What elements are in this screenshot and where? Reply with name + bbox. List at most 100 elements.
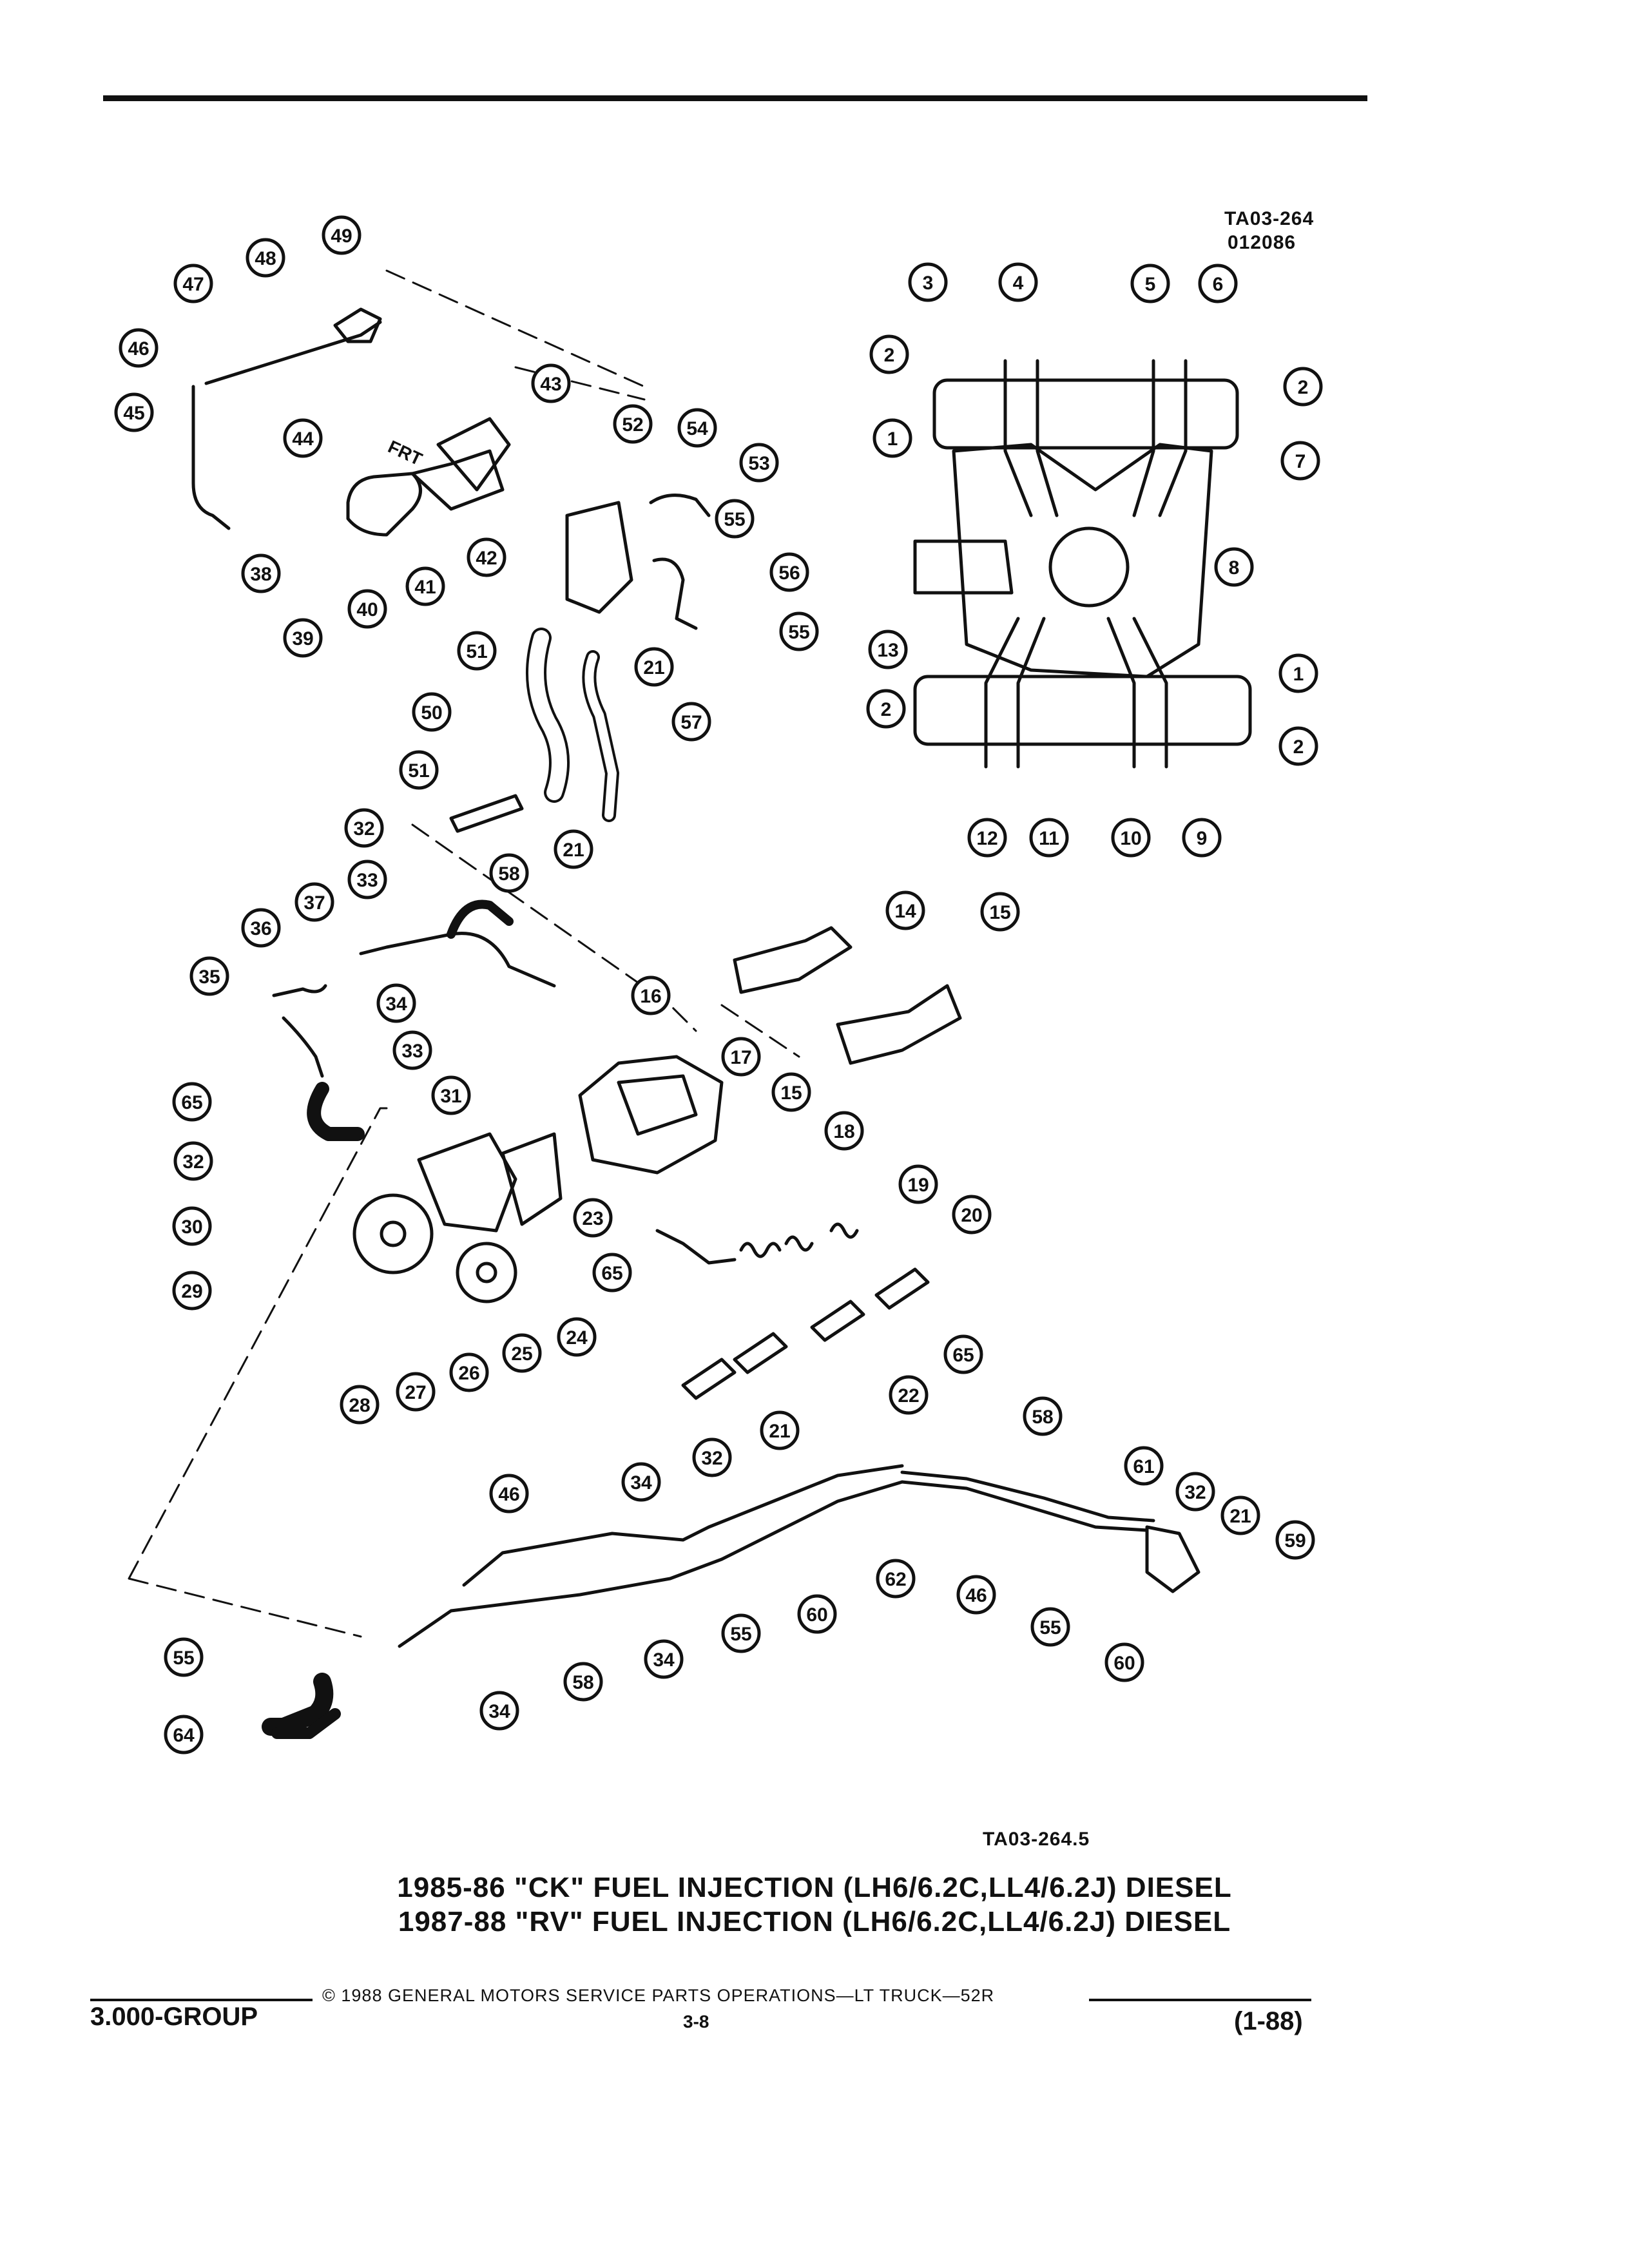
hose-55-lower (262, 1673, 334, 1736)
return-hoses-18 (739, 1222, 859, 1258)
fuel-line-32-upper (447, 899, 514, 939)
callout-34: 34 (644, 1639, 684, 1679)
callout-circle (889, 1375, 929, 1415)
callout-number: 59 (1284, 1530, 1306, 1552)
callout-number: 58 (572, 1672, 593, 1693)
valve-cover-lower (913, 675, 1252, 746)
callout-number: 29 (181, 1281, 202, 1302)
callout-number: 15 (989, 902, 1010, 923)
gasket-25 (501, 1132, 563, 1226)
callout-circle (998, 262, 1038, 302)
callout-number: 18 (833, 1121, 854, 1142)
gear-26 (456, 1242, 517, 1303)
callout-circle (1175, 1472, 1215, 1512)
callout-15: 15 (980, 892, 1020, 932)
callout-number: 27 (405, 1382, 426, 1403)
callout-61: 61 (1124, 1446, 1164, 1486)
callout-circle (872, 418, 912, 458)
callout-circle (671, 702, 711, 742)
callout-number: 46 (498, 1484, 519, 1505)
callout-55: 55 (721, 1613, 761, 1653)
callout-number: 33 (401, 1041, 423, 1062)
callout-circle (677, 408, 717, 448)
callout-number: 21 (563, 840, 584, 861)
callout-number: 36 (250, 918, 271, 939)
callout-31: 31 (431, 1075, 471, 1115)
callout-55: 55 (164, 1637, 204, 1677)
callout-2: 2 (1283, 367, 1323, 407)
callout-circle (164, 1637, 204, 1677)
fuel-line-46 (462, 1464, 904, 1587)
callout-number: 2 (1298, 377, 1309, 398)
intake-throttle (1048, 526, 1130, 608)
callout-number: 35 (198, 966, 220, 988)
callout-number: 56 (778, 562, 800, 584)
callout-circle (294, 882, 334, 922)
callout-number: 42 (476, 548, 497, 569)
callout-number: 61 (1133, 1456, 1154, 1477)
drive-gear-30 (352, 1193, 434, 1274)
callout-56: 56 (769, 552, 809, 592)
callout-number: 15 (780, 1082, 802, 1104)
callout-number: 40 (356, 599, 378, 620)
callout-circle (876, 1559, 916, 1599)
callout-34: 34 (621, 1462, 661, 1502)
callout-number: 16 (640, 986, 661, 1007)
callout-32: 32 (173, 1141, 213, 1181)
callout-number: 3 (923, 273, 934, 294)
callout-55: 55 (779, 611, 819, 651)
callout-number: 31 (440, 1086, 461, 1107)
callout-circle (467, 537, 506, 577)
callout-circle (431, 1075, 471, 1115)
callout-circle (405, 566, 445, 606)
callout-circle (392, 1030, 432, 1070)
callout-number: 34 (630, 1472, 652, 1494)
callout-21: 21 (1220, 1495, 1260, 1535)
footer-rule-left (90, 1999, 313, 2001)
callout-number: 7 (1295, 451, 1306, 472)
callout-circle (573, 1198, 613, 1238)
callout-36: 36 (241, 908, 281, 948)
callout-52: 52 (613, 404, 653, 444)
callout-28: 28 (340, 1385, 380, 1425)
callout-number: 50 (421, 702, 442, 724)
callout-7: 7 (1280, 441, 1320, 481)
callout-58: 58 (489, 853, 529, 893)
fuel-pump-body (346, 472, 422, 537)
callout-38: 38 (241, 553, 281, 593)
callout-number: 9 (1197, 828, 1208, 849)
callout-1: 1 (872, 418, 912, 458)
callout-number: 19 (907, 1175, 929, 1196)
callout-number: 54 (686, 418, 708, 439)
callout-circle (399, 750, 439, 790)
caption-line-2: 1987-88 "RV" FUEL INJECTION (LH6/6.2C,LL… (398, 1906, 1231, 1937)
callout-55: 55 (1030, 1607, 1070, 1647)
callout-58: 58 (563, 1662, 603, 1702)
drive-gear-30-hub (380, 1220, 407, 1247)
callout-37: 37 (294, 882, 334, 922)
callout-number: 60 (1113, 1653, 1135, 1674)
callout-2: 2 (1278, 726, 1318, 766)
callout-11: 11 (1029, 818, 1069, 858)
callout-circle (797, 1594, 837, 1634)
callout-2: 2 (869, 334, 909, 374)
callout-circle (956, 1575, 996, 1615)
callout-35: 35 (189, 956, 229, 996)
callout-6: 6 (1198, 264, 1238, 303)
callout-circle (771, 1072, 811, 1112)
callout-circle (721, 1037, 761, 1077)
callout-circle (347, 589, 387, 629)
callout-circle (1104, 1642, 1144, 1682)
callout-5: 5 (1130, 264, 1170, 303)
fuel-line-upper-left (191, 385, 231, 530)
callout-circle (340, 1385, 380, 1425)
fuel-line-58-right (900, 1470, 1155, 1523)
callout-circle (1283, 367, 1323, 407)
callout-number: 57 (680, 712, 702, 733)
callout-number: 51 (408, 760, 429, 782)
callout-number: 11 (1039, 828, 1059, 849)
callout-number: 2 (881, 699, 892, 720)
dashed-leader-b (128, 1107, 388, 1638)
callout-47: 47 (173, 264, 213, 303)
